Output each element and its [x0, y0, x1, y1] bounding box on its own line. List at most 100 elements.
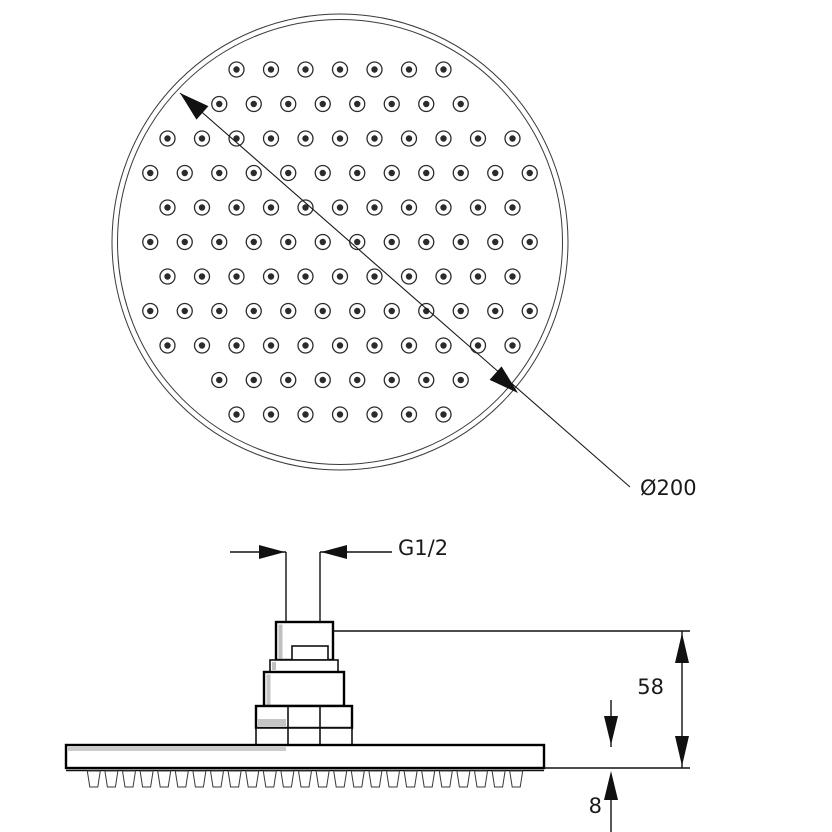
nozzle-hole-center	[181, 169, 188, 177]
nozzle-hole-center	[147, 169, 154, 177]
nozzle-hole-center	[302, 273, 309, 280]
nozzle-hole-center	[405, 342, 413, 349]
diameter-arrow-lower-right	[489, 366, 518, 393]
diameter-leader-line	[179, 92, 631, 488]
nozzle-hole-center	[267, 342, 275, 349]
nozzle-hole-center	[371, 273, 378, 280]
nozzle-hole-center	[336, 273, 344, 280]
nozzle-hole-center	[233, 342, 240, 349]
nozzle-hole-center	[474, 204, 482, 211]
nozzle-hole-center	[440, 273, 447, 280]
diameter-dimension-label: Ø200	[640, 476, 697, 500]
nozzle-hole-center	[440, 66, 447, 73]
spray-nub	[368, 770, 383, 788]
spray-nub	[192, 770, 207, 788]
nozzle-hole-center	[405, 66, 413, 73]
collar-shading	[272, 662, 276, 670]
nozzle-hole-center	[405, 135, 413, 142]
spray-nub	[438, 770, 453, 788]
nozzle-hole-center	[267, 135, 275, 142]
nozzle-hole-center	[492, 307, 499, 315]
thickness-arrow-upper	[604, 716, 618, 745]
spray-nub	[403, 770, 418, 788]
nozzle-hole-center	[285, 238, 292, 246]
nozzle-hole-center	[354, 100, 361, 108]
nozzle-hole-center	[354, 307, 361, 315]
spray-nub	[86, 770, 101, 788]
spray-nub	[315, 770, 330, 788]
nozzle-hole-center	[267, 66, 275, 73]
face-plate-shading	[68, 747, 286, 751]
nozzle-hole-center	[233, 411, 240, 418]
nozzle-hole-center	[474, 135, 482, 142]
nozzle-hole-center	[250, 376, 257, 384]
nozzle-hole-center	[336, 342, 344, 349]
nozzle-hole-center	[354, 169, 361, 177]
nozzle-hole-center	[371, 204, 378, 211]
nozzle-hole-center	[250, 100, 257, 108]
nozzle-hole-center	[319, 238, 326, 246]
thread-dimension-label: G1/2	[398, 536, 448, 560]
nozzle-hole-center	[216, 238, 223, 246]
nozzle-hole-center	[250, 307, 257, 315]
nozzle-hole-center	[336, 204, 344, 211]
nozzle-hole-center	[405, 204, 413, 211]
thread-arrow-right	[321, 545, 347, 559]
nozzle-hole-center	[250, 238, 257, 246]
spray-nub	[509, 770, 524, 788]
height-dimension-label: 58	[637, 675, 664, 699]
nozzle-hole-center	[509, 273, 516, 280]
spray-nub	[227, 770, 242, 788]
nozzle-hole-center	[509, 342, 516, 349]
nozzle-hole-center	[336, 66, 344, 73]
nozzle-hole-center	[388, 376, 395, 384]
nozzle-hole-center	[285, 100, 292, 108]
nozzle-hole-center	[526, 238, 533, 246]
nozzle-hole-center	[354, 238, 361, 246]
spray-nub	[421, 770, 436, 788]
nozzle-hole-center	[440, 411, 447, 418]
nozzle-hole-center	[440, 204, 447, 211]
hex-nut-lower-fill	[256, 728, 352, 745]
side-view-group: G1/2	[64, 536, 690, 832]
nozzle-hole-center	[233, 273, 240, 280]
nozzle-hole-center	[147, 307, 154, 315]
spray-nub	[491, 770, 506, 788]
height-arrow-top	[675, 633, 689, 663]
nozzle-hole-center	[285, 169, 292, 177]
nozzle-hole-center	[267, 273, 275, 280]
nozzle-hole-center	[457, 376, 464, 384]
nozzle-hole-center	[216, 100, 223, 108]
nozzle-hole-center	[509, 135, 516, 142]
diameter-leader-group	[179, 92, 631, 488]
nozzle-hole-center	[423, 376, 430, 384]
nozzle-hole-center	[336, 411, 344, 418]
nozzle-hole-center	[388, 307, 395, 315]
nozzle-hole-center	[492, 238, 499, 246]
nozzle-hole-grid	[142, 61, 538, 423]
nozzle-hole-center	[423, 238, 430, 246]
spray-nub	[157, 770, 172, 788]
nozzle-hole-center	[302, 411, 309, 418]
nozzle-hole-center	[164, 135, 171, 142]
nozzle-hole-center	[164, 204, 171, 211]
connector-body-shading	[266, 674, 271, 705]
nozzle-hole-center	[371, 342, 378, 349]
nozzle-hole-center	[233, 204, 240, 211]
nozzle-hole-center	[319, 376, 326, 384]
spray-nub	[245, 770, 260, 788]
spray-nub	[262, 770, 277, 788]
spray-nub	[121, 770, 137, 788]
spray-nub	[280, 770, 295, 788]
nozzle-hole-center	[492, 169, 499, 177]
face-plate	[64, 743, 546, 770]
nozzle-hole-center	[233, 135, 240, 142]
spray-nub	[385, 770, 401, 788]
nozzle-hole-center	[250, 169, 257, 177]
hex-nut-upper-shading	[258, 719, 286, 726]
top-view-group: Ø200	[111, 13, 697, 500]
nozzle-hole-center	[302, 204, 309, 211]
nozzle-hole-center	[388, 100, 395, 108]
